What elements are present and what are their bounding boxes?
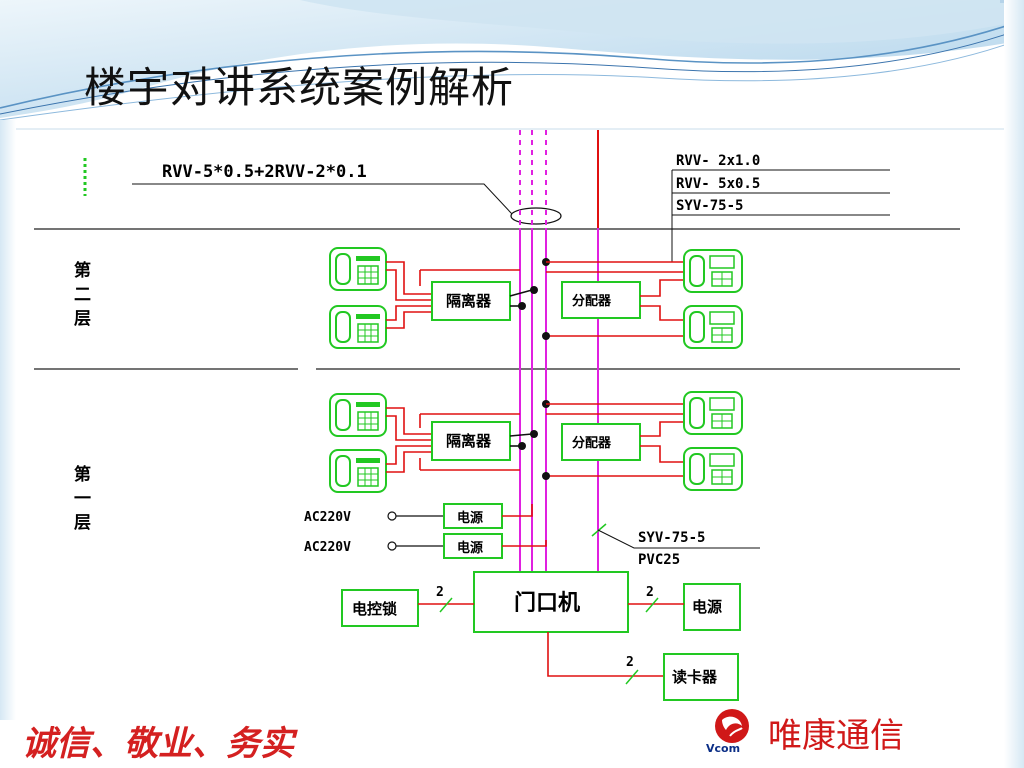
legend-item-1: RVV- 2x1.0 [676, 153, 760, 169]
brand-mark: Vcom [706, 742, 741, 755]
lock-label: 电控锁 [352, 600, 397, 618]
handset-f2-l2 [329, 305, 387, 349]
power-box-1-label: 电源 [457, 510, 483, 526]
trunk-label-leader [597, 529, 760, 549]
door-unit-box [473, 571, 629, 633]
trunk-label-2: PVC25 [638, 552, 680, 568]
floor1-label-char3: 层 [74, 513, 91, 533]
header-wave-decoration [0, 0, 1024, 130]
legend-item-3: SYV-75-5 [676, 198, 743, 214]
brand-name: 唯康通信 [768, 716, 904, 756]
floor1-group: 隔离器 分配器 [329, 391, 743, 493]
handset-f2-r2 [683, 305, 743, 349]
card-reader-box [663, 653, 739, 701]
handset-f2-l1 [329, 247, 387, 291]
distributor-box-f2 [561, 281, 641, 319]
isolator-label-f1: 隔离器 [446, 432, 492, 450]
power-right-box [683, 583, 741, 631]
top-cable-label: RVV-5*0.5+2RVV-2*0.1 [162, 162, 367, 182]
floor2-label-char1: 第 [74, 260, 91, 281]
floor2-label-char2: 二 [74, 285, 91, 305]
floor2-label-char3: 层 [74, 309, 91, 329]
footer-motto: 诚信、敬业、务实 [22, 724, 294, 764]
handset-f1-l2 [329, 449, 387, 493]
left-edge-band [0, 120, 16, 720]
f1-right-wires [546, 403, 684, 477]
floor2-group: 隔离器 分配器 [329, 247, 743, 349]
distributor-label-f2: 分配器 [572, 293, 612, 309]
lock-wire-count: 2 [436, 585, 444, 600]
door-unit-label: 门口机 [514, 590, 580, 616]
ac-label-1: AC220V [304, 510, 351, 525]
isolator-box-f1 [431, 421, 511, 461]
lock-box [341, 589, 419, 627]
card-reader-label: 读卡器 [672, 668, 718, 686]
floor1-label-char2: 一 [74, 489, 91, 509]
page-title: 楼宇对讲系统案例解析 [84, 63, 515, 112]
f2-right-wires [546, 261, 684, 337]
trunk-label-1: SYV-75-5 [638, 530, 705, 546]
right-edge-band [1004, 0, 1024, 768]
f1-left-wires [386, 407, 520, 473]
power-box-2 [443, 533, 503, 559]
legend-item-2: RVV- 5x0.5 [676, 176, 760, 192]
top-cable-leader [132, 183, 513, 215]
reader-wire-count: 2 [626, 655, 634, 670]
vcom-logo-icon [715, 709, 749, 743]
cable-bundle-ellipse [510, 207, 562, 225]
power-box-2-label: 电源 [457, 540, 483, 556]
distributor-label-f1: 分配器 [572, 435, 612, 451]
isolator-label-f2: 隔离器 [446, 292, 492, 310]
power-right-label: 电源 [692, 598, 722, 616]
isolator-box-f2 [431, 281, 511, 321]
ac-label-2: AC220V [304, 540, 351, 555]
handset-f1-l1 [329, 393, 387, 437]
f2-left-wires [386, 261, 520, 329]
handset-f2-r1 [683, 249, 743, 293]
power-wire-count: 2 [646, 585, 654, 600]
handset-f1-r1 [683, 391, 743, 435]
floor1-label-char1: 第 [74, 464, 91, 485]
distributor-box-f1 [561, 423, 641, 461]
handset-f1-r2 [683, 447, 743, 491]
